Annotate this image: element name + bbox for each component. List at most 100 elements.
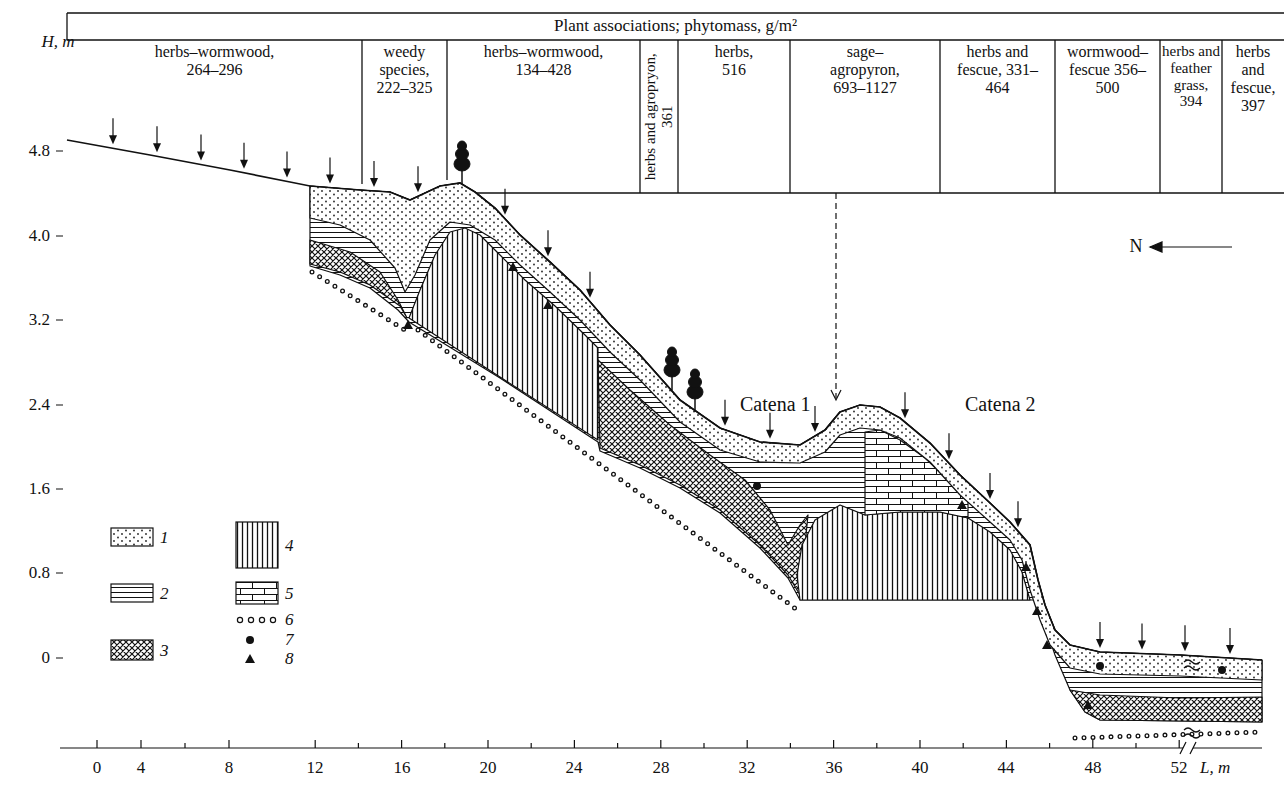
tick-label: 24 <box>566 759 583 778</box>
legend-sample <box>236 582 278 604</box>
surface-arrow <box>901 392 909 418</box>
tick-label: 3.2 <box>29 311 50 330</box>
x-tick <box>919 740 920 748</box>
ground-surface <box>67 140 1262 660</box>
association-cell: herbs and fescue, 331–464 <box>940 40 1055 193</box>
surface-arrow <box>501 189 509 215</box>
layer-2 <box>310 183 1262 722</box>
tick-label: 44 <box>998 759 1015 778</box>
x-axis <box>1193 747 1262 748</box>
marker-8 <box>1042 640 1052 649</box>
legend-sample <box>246 636 254 644</box>
tick-label: 0 <box>42 649 51 668</box>
marker-8 <box>543 300 553 309</box>
plant-table <box>67 13 1284 193</box>
catena-divider <box>831 390 841 400</box>
surface-arrow <box>766 413 774 439</box>
surface-arrow <box>1014 501 1022 527</box>
tick-label: 4 <box>137 759 146 778</box>
table-line <box>67 39 1284 40</box>
tree-symbol <box>687 369 703 412</box>
marker-8 <box>403 320 413 329</box>
tick-label: 36 <box>826 759 843 778</box>
x-tick <box>487 740 488 748</box>
marker-8 <box>1032 606 1042 615</box>
x-tick <box>660 740 661 748</box>
tick-label: 48 <box>1085 759 1102 778</box>
association-cell: herbs and agropryon, 361 <box>640 40 678 193</box>
x-tick <box>140 740 141 748</box>
surface-arrow <box>240 143 248 169</box>
x-tick <box>184 743 185 748</box>
catena-divider <box>835 193 836 398</box>
x-tick <box>315 740 316 748</box>
legend-samples <box>111 522 278 663</box>
catena-label: Catena 1 <box>740 393 811 415</box>
legend-sample <box>111 584 153 602</box>
association-text: sage–agropyron, 693–1127 <box>815 43 915 97</box>
legend-sample <box>245 654 255 663</box>
tick-label: 4.8 <box>29 142 50 161</box>
x-tick <box>963 743 964 748</box>
x-ticks <box>97 740 1179 748</box>
association-cell: weedy species, 222–325 <box>362 40 447 170</box>
x-tick <box>401 740 402 748</box>
tick-label: 20 <box>480 759 497 778</box>
surface-arrow <box>370 161 378 187</box>
trees <box>454 141 703 412</box>
legend-number: 8 <box>285 650 294 669</box>
surface-arrow <box>986 473 994 499</box>
surface-arrow <box>326 158 334 184</box>
marker-7 <box>1218 666 1226 674</box>
x-tick <box>1179 740 1180 748</box>
tick-label: 52 <box>1171 759 1188 778</box>
legend-number: 5 <box>285 585 294 604</box>
tick-label: 1.6 <box>29 480 50 499</box>
x-tick <box>1135 743 1136 748</box>
association-cell: wormwood–fescue 356–500 <box>1055 40 1160 193</box>
tick-label: 12 <box>307 759 324 778</box>
table-line <box>639 40 640 193</box>
table-line <box>446 40 447 180</box>
legend-sample <box>237 617 275 622</box>
marker-8 <box>508 262 518 271</box>
x-tick <box>876 743 877 748</box>
marker-8 <box>1083 700 1093 709</box>
layer-4 <box>409 228 598 440</box>
surface-arrow <box>1226 628 1234 654</box>
surface-arrow <box>1181 625 1189 651</box>
association-text: herbs and fescue, 331–464 <box>952 43 1044 97</box>
association-text: weedy species, 222–325 <box>365 43 445 97</box>
marker-7 <box>1096 662 1104 670</box>
table-line <box>939 40 940 193</box>
association-cell: herbs, 516 <box>678 40 790 193</box>
legend-sample <box>111 528 153 546</box>
x-tick <box>1092 740 1093 748</box>
y-ticks <box>56 151 63 658</box>
section-break <box>1184 660 1200 738</box>
surface-arrow <box>1096 622 1104 648</box>
association-cell: sage–agropyron, 693–1127 <box>790 40 940 193</box>
table-line <box>677 40 678 193</box>
tick-label: 16 <box>394 759 411 778</box>
table-line <box>1159 40 1160 193</box>
x-tick <box>747 740 748 748</box>
table-line <box>1054 40 1055 193</box>
table-header: Plant associations; phytomass, g/m² <box>67 13 1284 40</box>
markers-8 <box>403 262 1093 709</box>
x-tick <box>703 743 704 748</box>
tick-label: 28 <box>653 759 670 778</box>
surface-arrow <box>721 400 729 426</box>
table-line <box>67 12 1284 13</box>
tick-label: 2.4 <box>29 396 50 415</box>
axes <box>56 151 1262 754</box>
surface-arrow <box>1138 624 1146 650</box>
tick-label: 8 <box>225 759 234 778</box>
association-text: wormwood–fescue 356–500 <box>1060 43 1156 97</box>
legend-number: 2 <box>160 585 169 604</box>
association-text: herbs, 516 <box>703 43 765 79</box>
layer-6-line <box>312 272 1262 738</box>
header-text: Plant associations; phytomass, g/m² <box>67 16 1284 35</box>
layer-3 <box>1070 690 1262 722</box>
